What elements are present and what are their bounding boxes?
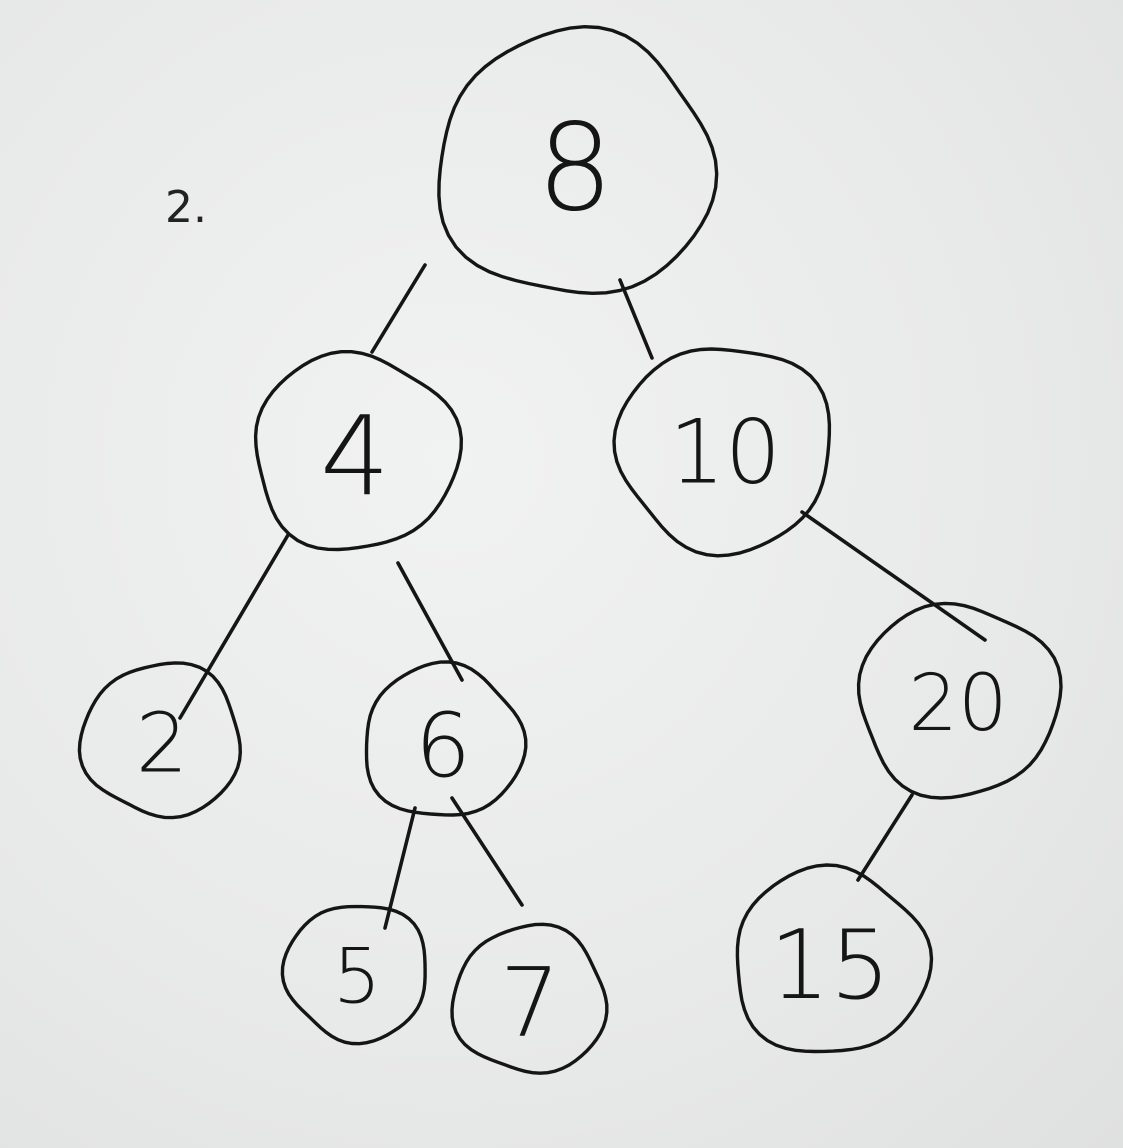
node-circle bbox=[735, 863, 934, 1054]
tree-node-4: 4 bbox=[253, 350, 464, 552]
node-label: 4 bbox=[320, 392, 390, 520]
node-label: 7 bbox=[500, 949, 560, 1059]
node-circle bbox=[77, 661, 243, 820]
node-label: 8 bbox=[537, 100, 613, 239]
tree-node-6: 6 bbox=[364, 660, 528, 817]
tree-nodes: 8 4 10 2 6 20 5 7 15 bbox=[77, 24, 1063, 1075]
node-circle bbox=[364, 660, 528, 817]
tree-node-8: 8 bbox=[437, 24, 719, 296]
node-circle bbox=[280, 904, 427, 1046]
node-circle bbox=[856, 601, 1063, 800]
node-label: 2 bbox=[136, 697, 188, 792]
edge-8-4 bbox=[370, 263, 427, 354]
edge-4-6 bbox=[396, 561, 464, 682]
node-circle bbox=[437, 24, 719, 296]
node-label: 15 bbox=[770, 911, 891, 1021]
tree-node-20: 20 bbox=[856, 601, 1063, 800]
tree-edges bbox=[178, 263, 987, 930]
edge-8-10 bbox=[618, 278, 654, 360]
tree-node-7: 7 bbox=[450, 922, 609, 1075]
problem-number: 2. bbox=[165, 182, 207, 233]
tree-node-5: 5 bbox=[280, 904, 427, 1046]
node-circle bbox=[253, 350, 464, 552]
edge-10-20 bbox=[800, 510, 987, 642]
tree-node-2: 2 bbox=[77, 661, 243, 820]
edge-20-15 bbox=[856, 793, 914, 882]
edge-4-2 bbox=[178, 533, 290, 720]
tree-node-10: 10 bbox=[612, 347, 832, 558]
node-label: 20 bbox=[908, 659, 1007, 749]
node-label: 10 bbox=[669, 401, 781, 504]
node-circle bbox=[612, 347, 832, 558]
node-circle bbox=[450, 922, 609, 1075]
node-label: 6 bbox=[415, 695, 471, 798]
tree-node-15: 15 bbox=[735, 863, 934, 1054]
node-label: 5 bbox=[333, 932, 381, 1021]
